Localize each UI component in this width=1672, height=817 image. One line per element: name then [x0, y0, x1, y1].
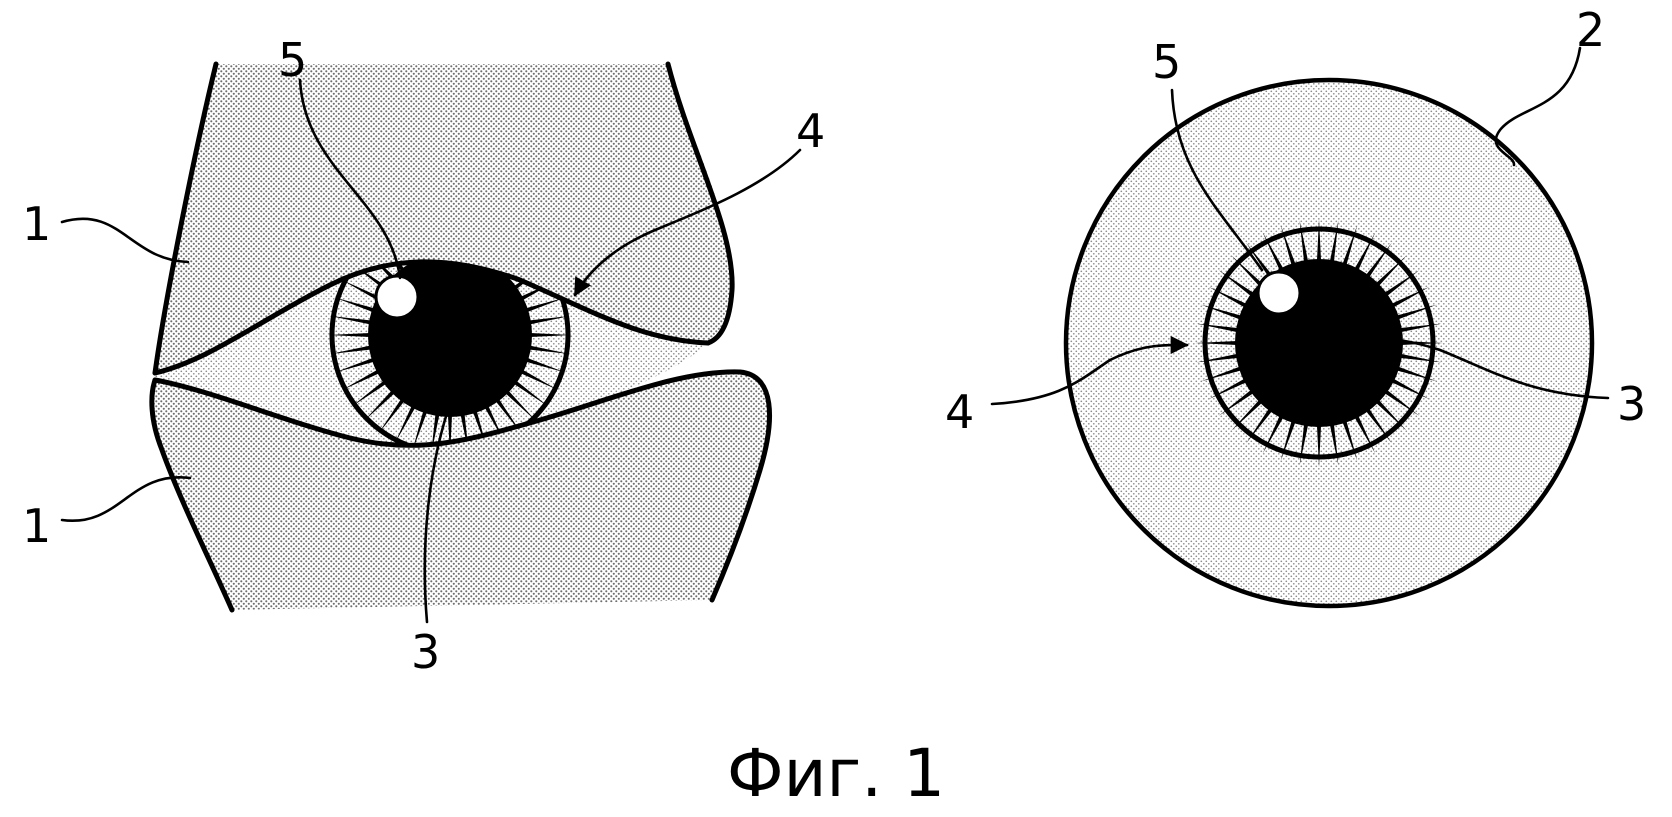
leader-line-1-lower — [60, 475, 192, 523]
iris-spike — [505, 390, 537, 422]
label-3-right: 3 — [1617, 377, 1646, 431]
iris-spike — [1365, 408, 1392, 444]
iris-spike — [341, 369, 380, 391]
leader-line-2 — [1494, 46, 1582, 167]
label-2: 2 — [1576, 3, 1605, 57]
iris-spike — [333, 297, 375, 313]
leader-line-3-left — [423, 396, 454, 624]
label-1-lower: 1 — [22, 499, 51, 553]
iris-spike — [394, 405, 416, 444]
left-eye-view: 1 1 5 4 3 — [22, 33, 825, 679]
lower-eyelid-right-edge — [709, 369, 772, 603]
iris-spike — [1384, 389, 1420, 416]
iris-spike — [1231, 255, 1263, 287]
iris-spike — [1218, 270, 1254, 297]
right-iris-spikes — [1195, 219, 1443, 467]
iris-spike — [525, 297, 567, 313]
iris-spike — [1231, 399, 1263, 431]
iris-spike — [1396, 304, 1437, 320]
label-5-right: 5 — [1152, 35, 1181, 89]
iris-spike — [1196, 323, 1239, 333]
iris-spike — [529, 332, 572, 338]
iris-spike — [1280, 225, 1296, 266]
iris-spike — [1316, 424, 1322, 467]
lower-eyelid-outline — [149, 377, 235, 613]
iris-spike — [1299, 220, 1309, 263]
iris-spike — [1375, 255, 1407, 287]
label-3-left: 3 — [411, 625, 440, 679]
iris-spike — [528, 345, 571, 355]
iris-spike — [1262, 415, 1284, 454]
iris-spike — [1342, 420, 1358, 461]
label-5-left: 5 — [278, 33, 307, 87]
iris-spike — [1365, 242, 1392, 278]
iris-spike — [329, 315, 372, 325]
leader-line-5-right — [1170, 88, 1264, 272]
label-1-upper: 1 — [22, 197, 51, 251]
iris-spike — [1246, 242, 1273, 278]
iris-spike — [363, 390, 395, 422]
iris-spike — [1218, 389, 1254, 416]
label-4-right: 4 — [945, 385, 974, 439]
upper-eyelid-left-edge — [152, 61, 219, 376]
iris-spike — [528, 315, 571, 325]
right-pupil-glint — [1256, 270, 1302, 316]
iris-spike — [1375, 399, 1407, 431]
iris-spike — [1396, 366, 1437, 382]
iris-spike — [1354, 415, 1376, 454]
iris-spike — [1201, 366, 1242, 382]
leader-line-3-right — [1388, 338, 1610, 400]
iris-spike — [333, 357, 375, 373]
iris-spike — [1195, 340, 1238, 346]
iris-spike — [525, 357, 567, 373]
iris-spike — [513, 380, 549, 407]
iris-spike — [1399, 353, 1442, 363]
iris-spike — [1316, 219, 1322, 262]
iris-spike — [1329, 220, 1339, 263]
left-pupil-glint — [374, 274, 420, 320]
iris-spike — [520, 369, 559, 391]
lower-eyelid — [150, 371, 770, 610]
iris-spike — [1342, 225, 1358, 266]
upper-eyelid-right-edge — [665, 61, 735, 346]
iris-spike — [341, 279, 380, 301]
iris-spike — [1246, 408, 1273, 444]
iris-spike — [378, 398, 405, 434]
iris-spike — [1329, 423, 1339, 466]
iris-spike — [1201, 304, 1242, 320]
iris-spike — [1384, 270, 1420, 297]
upper-lid-margin — [152, 259, 711, 376]
iris-spike — [1208, 378, 1247, 400]
right-eye-view: 2 5 3 4 — [945, 3, 1646, 609]
iris-spike — [1399, 323, 1442, 333]
iris-spike — [329, 345, 372, 355]
iris-spike — [1299, 423, 1309, 466]
iris-spike — [412, 410, 428, 446]
iris-spike — [1391, 378, 1430, 400]
iris-spike — [328, 332, 371, 338]
iris-spike — [447, 414, 453, 446]
iris-spike — [1262, 232, 1284, 271]
iris-spike — [351, 380, 387, 407]
leader-line-4-left — [573, 148, 802, 297]
label-4-left: 4 — [796, 104, 825, 158]
iris-spike — [1280, 420, 1296, 461]
iris-spike — [1354, 232, 1376, 271]
iris-spike — [1208, 286, 1247, 308]
leader-line-1-upper — [60, 217, 190, 264]
iris-spike — [1196, 353, 1239, 363]
leader-line-5-left — [298, 78, 402, 280]
figure-caption: Фиг. 1 — [727, 735, 945, 812]
leader-line-4-right — [990, 335, 1189, 406]
lower-lid-margin — [152, 369, 743, 448]
iris-spike — [1391, 286, 1430, 308]
